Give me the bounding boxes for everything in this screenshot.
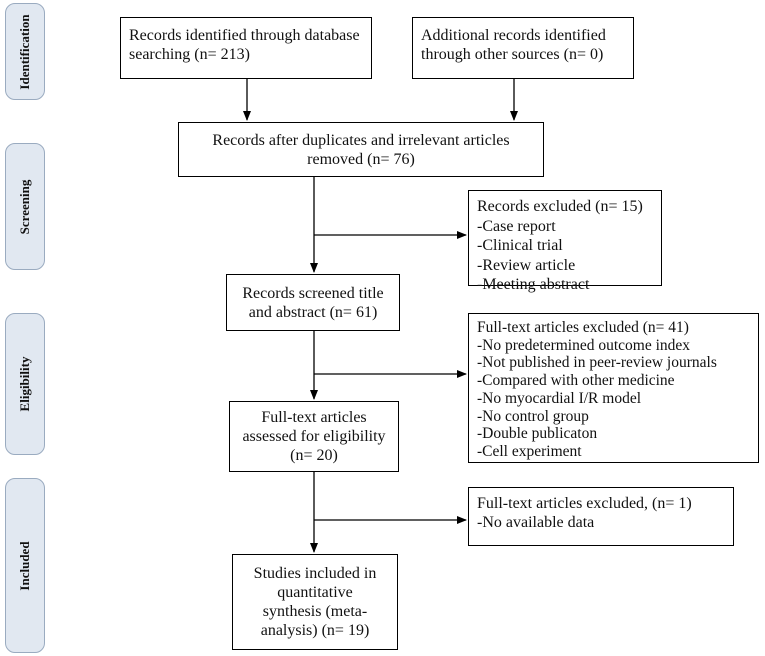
stage-screening: Screening: [5, 143, 45, 270]
box-studies-included: Studies included in quantitative synthes…: [232, 554, 398, 650]
box-title: Records excluded (n= 15): [477, 198, 643, 215]
box-text: Studies included in: [253, 565, 377, 582]
box-text: quantitative: [277, 584, 353, 601]
list-item: -Double publicaton: [477, 425, 598, 443]
list-item: -Review article: [477, 256, 576, 274]
list-item: -Compared with other medicine: [477, 372, 675, 390]
list-item: -Not published in peer-review journals: [477, 354, 717, 372]
list-item: -Case report: [477, 217, 556, 235]
box-text: and abstract (n= 61): [248, 303, 378, 321]
box-text: synthesis (meta-: [262, 603, 368, 620]
box-text: analysis) (n= 19): [260, 622, 370, 639]
box-text: through other sources (n= 0): [421, 46, 604, 63]
box-text: Records after duplicates and irrelevant …: [212, 131, 510, 149]
box-title: Full-text articles excluded (n= 41): [477, 319, 689, 336]
box-records-excluded: Records excluded (n= 15) -Case report -C…: [468, 190, 662, 293]
stage-identification: Identification: [5, 3, 45, 100]
box-text: searching (n= 213): [129, 46, 250, 63]
box-text: removed (n= 76): [307, 150, 415, 168]
list-item: -No myocardial I/R model: [477, 389, 641, 407]
box-fulltext-assessed: Full-text articles assessed for eligibil…: [229, 401, 399, 472]
box-fulltext-excluded: Full-text articles excluded (n= 41) -No …: [468, 313, 759, 463]
box-final-excluded: Full-text articles excluded, (n= 1) -No …: [468, 487, 734, 546]
list-item: -No available data: [477, 514, 595, 531]
list-item: -No predetermined outcome index: [477, 336, 691, 354]
box-text: Additional records identified: [421, 27, 606, 44]
box-after-duplicates: Records after duplicates and irrelevant …: [178, 122, 544, 177]
box-text: Records identified through database: [129, 27, 360, 44]
list-item: -No control group: [477, 407, 589, 425]
stage-eligibility: Eligibility: [5, 313, 45, 455]
list-item: -Meeting abstract: [477, 276, 590, 293]
box-database-search: Records identified through database sear…: [120, 17, 372, 79]
box-records-screened: Records screened title and abstract (n= …: [226, 274, 400, 331]
list-item: -Cell experiment: [477, 442, 582, 460]
stage-included: Included: [5, 478, 45, 653]
box-text: assessed for eligibility: [242, 428, 386, 445]
box-other-sources: Additional records identified through ot…: [412, 17, 634, 79]
list-item: -Clinical trial: [477, 237, 563, 254]
box-text: Records screened title: [242, 284, 384, 302]
box-title: Full-text articles excluded, (n= 1): [477, 495, 692, 512]
box-text: (n= 20): [290, 447, 338, 464]
box-text: Full-text articles: [261, 409, 367, 426]
